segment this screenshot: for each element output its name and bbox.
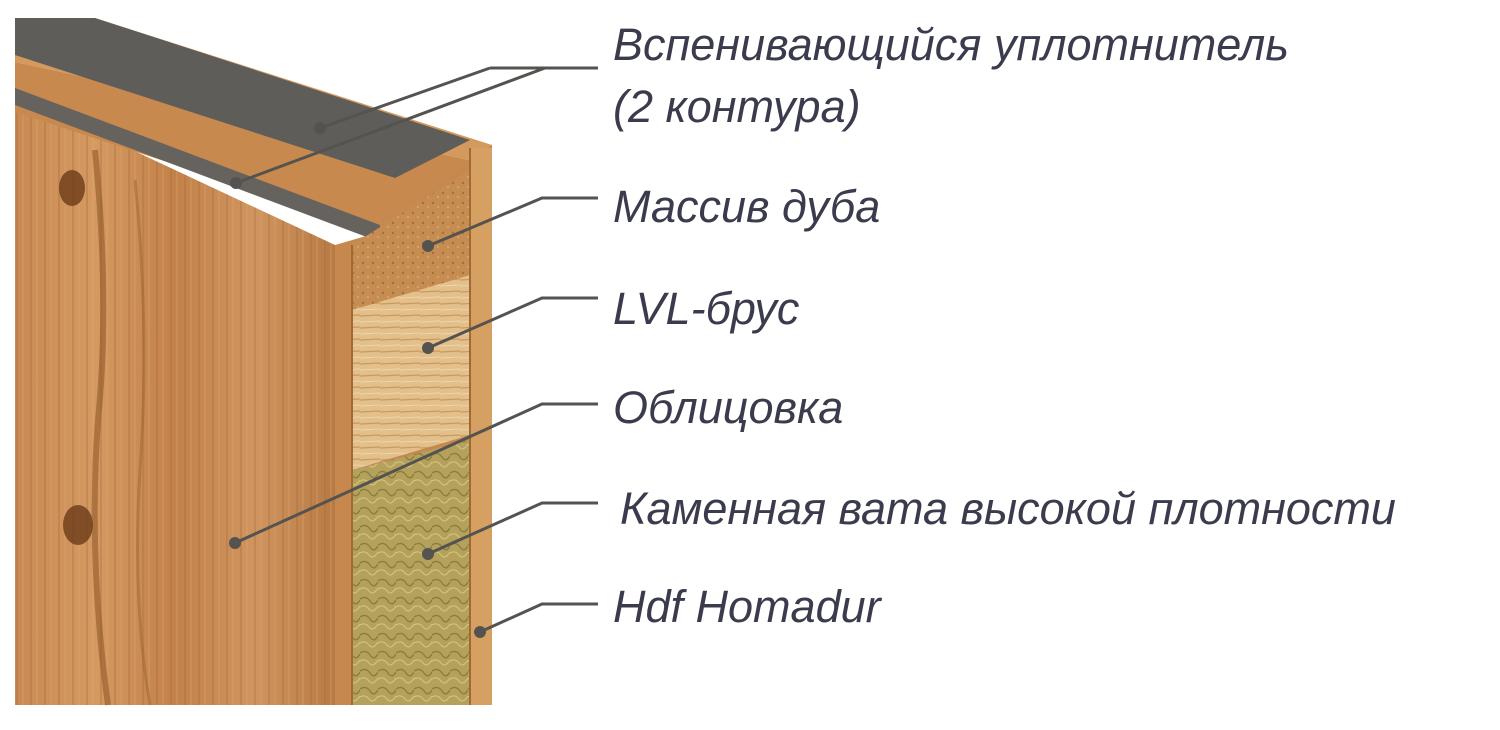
label-hdf-homadur: Hdf Homadur: [613, 581, 881, 632]
label-foaming-seal-note: (2 контура): [613, 81, 861, 132]
label-facing: Облицовка: [613, 382, 844, 433]
label-foaming-seal: Вспенивающийся уплотнитель: [613, 19, 1289, 70]
leader-facing: [229, 402, 598, 549]
hdf-homadur-edge: [470, 148, 492, 705]
veneer-front-face: [15, 95, 335, 706]
rock-wool-layer: [352, 440, 470, 705]
leader-lvl: [422, 296, 598, 354]
side-cross-section: [335, 145, 492, 705]
leader-seal-2: [230, 66, 546, 189]
leader-oak: [422, 196, 598, 252]
leader-wool: [422, 501, 598, 560]
label-lvl-beam: LVL-брус: [613, 283, 800, 334]
leader-hdf: [474, 602, 598, 638]
oak-solid-layer: [352, 170, 470, 310]
lvl-beam-layer: [352, 275, 470, 470]
label-solid-oak: Массив дуба: [613, 181, 881, 232]
label-rock-wool: Каменная вата высокой плотности: [620, 483, 1396, 534]
